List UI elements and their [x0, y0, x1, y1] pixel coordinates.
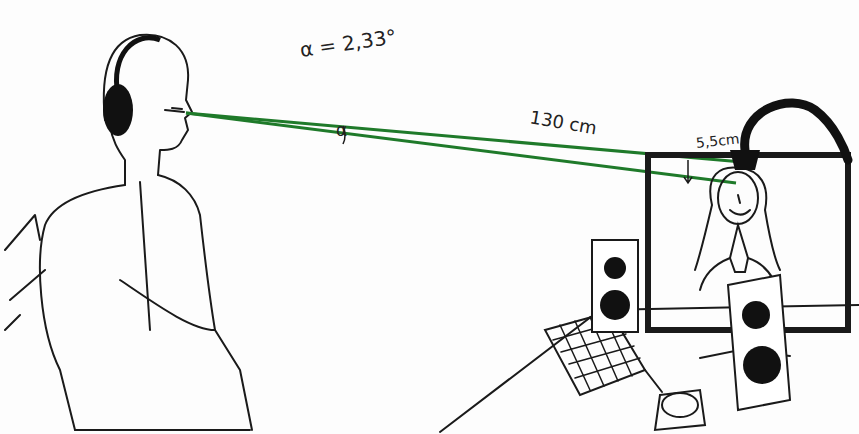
mouse-pad [655, 390, 705, 430]
camera [730, 150, 760, 170]
eye [165, 108, 184, 112]
mouse [662, 393, 698, 417]
camera-arm [745, 103, 848, 160]
speaker [592, 240, 638, 332]
dimension-arrow [684, 160, 692, 183]
face [718, 172, 758, 224]
sight-line [186, 113, 736, 183]
mouse-cable [645, 370, 662, 392]
angle-value: α = 2,33° [299, 27, 398, 60]
front [158, 175, 252, 430]
head-outline [104, 35, 192, 175]
collar [730, 258, 748, 272]
angle-symbol: α [336, 122, 347, 139]
offset-label: 5,5cm [695, 131, 740, 149]
shirt [75, 182, 250, 430]
speaker [728, 275, 790, 410]
speaker-cone [742, 301, 770, 329]
hair [695, 167, 780, 270]
speaker-cone [604, 257, 626, 279]
arm [120, 280, 215, 330]
speaker-cone [600, 290, 630, 320]
back [40, 185, 125, 430]
headphone-cup [103, 84, 133, 136]
speaker-cone [743, 346, 781, 384]
monitor [648, 155, 848, 330]
mouth [730, 195, 750, 215]
distance-label: 130 cm [528, 108, 598, 137]
